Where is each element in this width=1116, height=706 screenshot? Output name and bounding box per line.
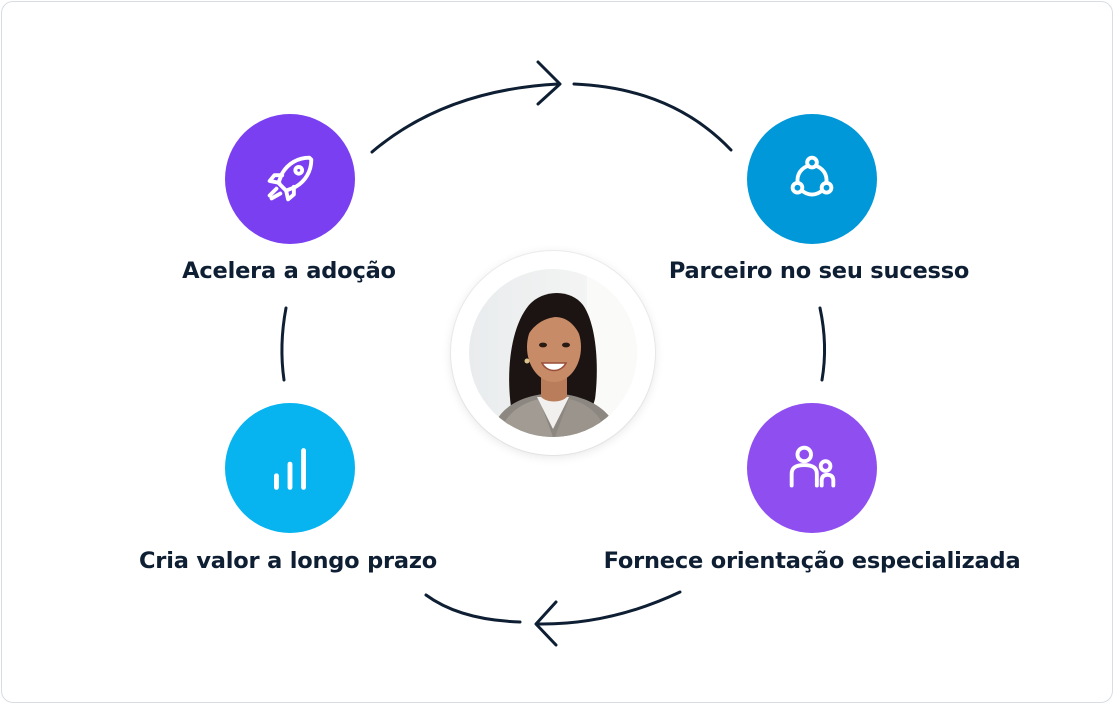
arc-top-right xyxy=(572,82,733,152)
arc-right xyxy=(818,306,827,382)
step-label-adoption: Acelera a adoção xyxy=(182,258,396,284)
center-avatar-frame xyxy=(451,251,655,455)
step-node-guidance xyxy=(747,403,877,533)
arc-top-left xyxy=(370,82,560,154)
arc-bottom-right xyxy=(536,590,682,626)
bar-chart-icon xyxy=(274,448,306,490)
network-icon xyxy=(790,155,834,197)
people-icon xyxy=(789,445,836,488)
step-label-partner: Parceiro no seu sucesso xyxy=(668,258,970,284)
arc-bottom-left xyxy=(424,593,522,624)
step-label-guidance: Fornece orientação especializada xyxy=(603,548,1021,574)
rocket-icon xyxy=(267,155,314,202)
arc-left xyxy=(280,306,288,382)
step-node-value xyxy=(225,403,355,533)
person-photo xyxy=(469,269,637,437)
step-label-value: Cria valor a longo prazo xyxy=(138,548,438,574)
arrowhead-bottom xyxy=(534,600,558,647)
arrowhead-top xyxy=(536,60,562,106)
step-node-partner xyxy=(747,114,877,244)
step-node-adoption xyxy=(225,114,355,244)
